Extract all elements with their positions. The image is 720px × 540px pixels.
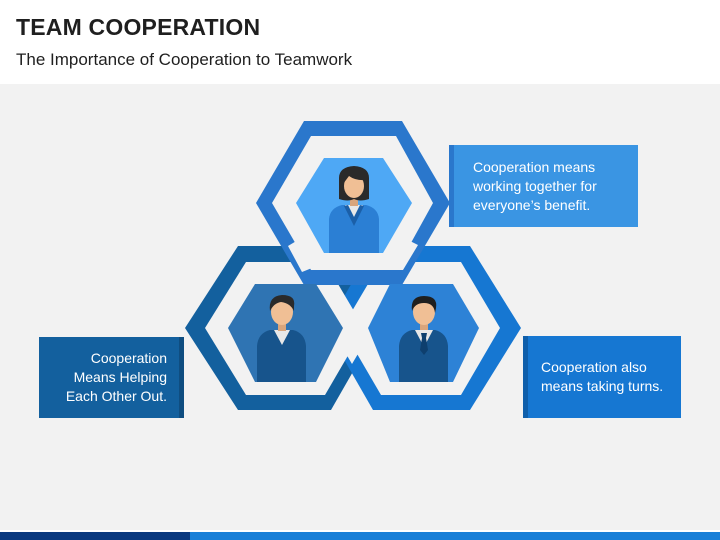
footer-bar-dark	[0, 532, 190, 540]
callout-right-accent	[523, 336, 528, 418]
callout-left: Cooperation Means Helping Each Other Out…	[39, 337, 184, 418]
callout-right: Cooperation also means taking turns.	[523, 336, 681, 418]
callout-top-accent	[449, 145, 454, 227]
businessman-tie-icon	[399, 296, 448, 382]
callout-left-accent	[179, 337, 184, 418]
callout-left-text: Cooperation Means Helping Each Other Out…	[65, 350, 167, 404]
page-subtitle: The Importance of Cooperation to Teamwor…	[16, 50, 353, 69]
page-title: TEAM COOPERATION	[16, 14, 261, 40]
businesswoman-icon	[329, 166, 379, 253]
footer-bar	[0, 532, 720, 540]
callout-top-text: Cooperation means working together for e…	[473, 158, 597, 213]
callout-top: Cooperation means working together for e…	[449, 145, 638, 227]
footer-bar-light	[190, 532, 720, 540]
callout-right-text: Cooperation also means taking turns.	[541, 359, 664, 394]
businessman-icon	[257, 295, 306, 382]
